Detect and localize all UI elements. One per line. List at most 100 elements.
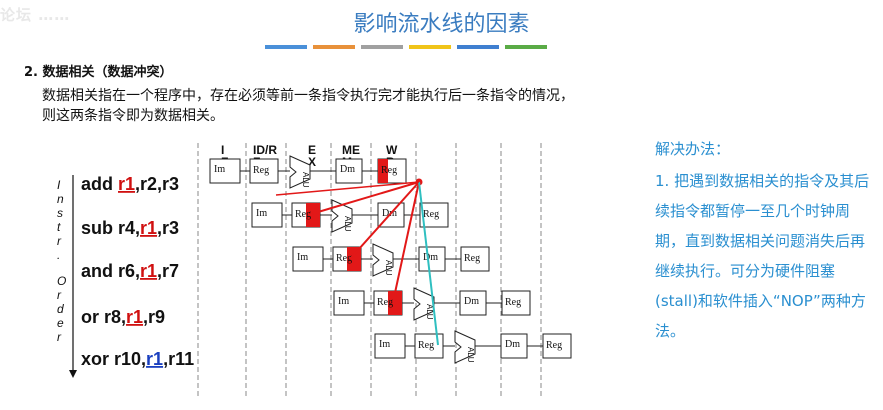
- axis-letter-3: s: [57, 206, 63, 220]
- hazard-line-4: [275, 181, 420, 196]
- hazard-line-3: [392, 181, 420, 303]
- axis-letter-1: I: [57, 178, 61, 192]
- instruction-text: and r6,: [81, 261, 140, 281]
- instruction-text: add: [81, 174, 118, 194]
- solution-heading: 解决办法：: [655, 140, 731, 158]
- row1-reg-box: [249, 158, 279, 184]
- row5-dm-label: Dm: [505, 339, 520, 350]
- row4-alu-label: ALU: [425, 304, 434, 320]
- row3-alu-label: ALU: [384, 260, 393, 276]
- instruction-3: and r6,r1,r7: [81, 261, 179, 281]
- register-r1-highlight: r1: [118, 174, 135, 194]
- axis-letter-6: .: [57, 248, 60, 262]
- instruction-text: ,r11: [163, 349, 194, 369]
- register-r1-highlight: r1: [140, 261, 157, 281]
- row3-alu: [372, 243, 394, 277]
- hazard-line-1: [307, 181, 420, 216]
- title-color-bars: [265, 45, 547, 49]
- axis-letter-2: n: [57, 192, 64, 206]
- row4-dm-label: Dm: [464, 296, 479, 307]
- solution-text: 1. 把遇到数据相关的指令及其后续指令都暂停一至几个时钟周期，直到数据相关问题消…: [655, 172, 870, 340]
- row1-reg-label: Reg: [253, 165, 269, 176]
- watermark-text: 论坛 ……: [0, 6, 71, 24]
- row2-wb-label: Reg: [423, 209, 439, 220]
- instruction-text: ,r7: [157, 261, 179, 281]
- row5-reg-box: [414, 333, 444, 359]
- slide-title: 影响流水线的因素: [353, 12, 530, 37]
- title-bar-3: [361, 45, 403, 49]
- instruction-text: sub r4,: [81, 218, 140, 238]
- row1-dm-label: Dm: [340, 164, 355, 175]
- row3-reg-red: [347, 247, 361, 271]
- row3-im-box: [292, 246, 324, 272]
- instruction-text: ,r2,r3: [135, 174, 179, 194]
- stage-header-2: ID/R: [253, 143, 277, 157]
- section-heading: 2. 数据相关（数据冲突）: [24, 65, 173, 80]
- row4-alu: [413, 287, 435, 321]
- title-bar-6: [505, 45, 547, 49]
- row3-im-label: Im: [297, 252, 308, 263]
- register-r1-highlight: r1: [146, 349, 163, 369]
- row5-im-label: Im: [379, 339, 390, 350]
- stage-header-3: E: [308, 143, 316, 157]
- register-r1-highlight: r1: [126, 307, 143, 327]
- row4-dm-box: [459, 290, 487, 316]
- row3-dm-label: Dm: [423, 252, 438, 263]
- row2-alu: [331, 199, 353, 233]
- paragraph-line-1: 数据相关指在一个程序中，存在必须等前一条指令执行完才能执行后一条指令的情况，: [42, 88, 574, 104]
- row5-wb-label: Reg: [546, 340, 562, 351]
- row5-reg-label: Reg: [418, 340, 434, 351]
- axis-letter-8: O: [57, 274, 66, 288]
- row5-alu-label: ALU: [466, 347, 475, 363]
- axis-letter-11: e: [57, 316, 64, 330]
- instruction-4: or r8,r1,r9: [81, 307, 165, 327]
- forward-line-ok: [418, 181, 439, 346]
- instruction-5: xor r10,r1,r11: [81, 349, 194, 369]
- paragraph-line-2: 则这两条指令即为数据相关。: [42, 108, 224, 124]
- row4-im-label: Im: [338, 296, 349, 307]
- instruction-text: ,r9: [143, 307, 165, 327]
- axis-letter-4: t: [57, 220, 61, 234]
- row4-reg-label: Reg: [377, 297, 393, 308]
- row4-wb-label: Reg: [505, 297, 521, 308]
- axis-letter-5: r: [57, 234, 62, 248]
- row2-reg-red: [306, 203, 320, 227]
- title-bar-2: [313, 45, 355, 49]
- instruction-text: or r8,: [81, 307, 126, 327]
- row1-alu-label: ALU: [301, 172, 310, 188]
- row1-alu: [289, 155, 311, 189]
- stage-header-5: W: [386, 143, 398, 157]
- row4-reg-red: [388, 291, 402, 315]
- title-bar-5: [457, 45, 499, 49]
- instruction-1: add r1,r2,r3: [81, 174, 179, 194]
- axis-letter-9: r: [57, 288, 62, 302]
- instruction-text: ,r3: [157, 218, 179, 238]
- axis-letter-12: r: [57, 330, 62, 344]
- row1-wb-red: [378, 159, 388, 183]
- title-bar-1: [265, 45, 307, 49]
- row5-alu: [454, 330, 476, 364]
- stage-header-1: I: [221, 143, 224, 157]
- row5-im-box: [374, 333, 406, 359]
- row2-reg-label: Reg: [295, 209, 311, 220]
- stage-header-3: X: [308, 155, 316, 169]
- stage-header-4: ME: [342, 143, 360, 157]
- row4-im-box: [333, 290, 365, 316]
- instruction-2: sub r4,r1,r3: [81, 218, 179, 238]
- axis-arrow-head: [69, 370, 77, 378]
- row2-im-label: Im: [256, 208, 267, 219]
- row2-alu-label: ALU: [343, 216, 352, 232]
- definition-paragraph: 数据相关指在一个程序中，存在必须等前一条指令执行完才能执行后一条指令的情况， 则…: [42, 86, 762, 126]
- row3-wb-box: [460, 246, 490, 272]
- hazard-line-2: [349, 181, 420, 260]
- row3-reg-label: Reg: [336, 253, 352, 264]
- instruction-text: xor r10,: [81, 349, 146, 369]
- row3-wb-label: Reg: [464, 253, 480, 264]
- row1-wb-label: Reg: [381, 165, 397, 176]
- row1-im-box: [209, 158, 241, 184]
- title-bar-4: [409, 45, 451, 49]
- axis-letter-10: d: [57, 302, 64, 316]
- row1-im-label: Im: [214, 164, 225, 175]
- register-r1-highlight: r1: [140, 218, 157, 238]
